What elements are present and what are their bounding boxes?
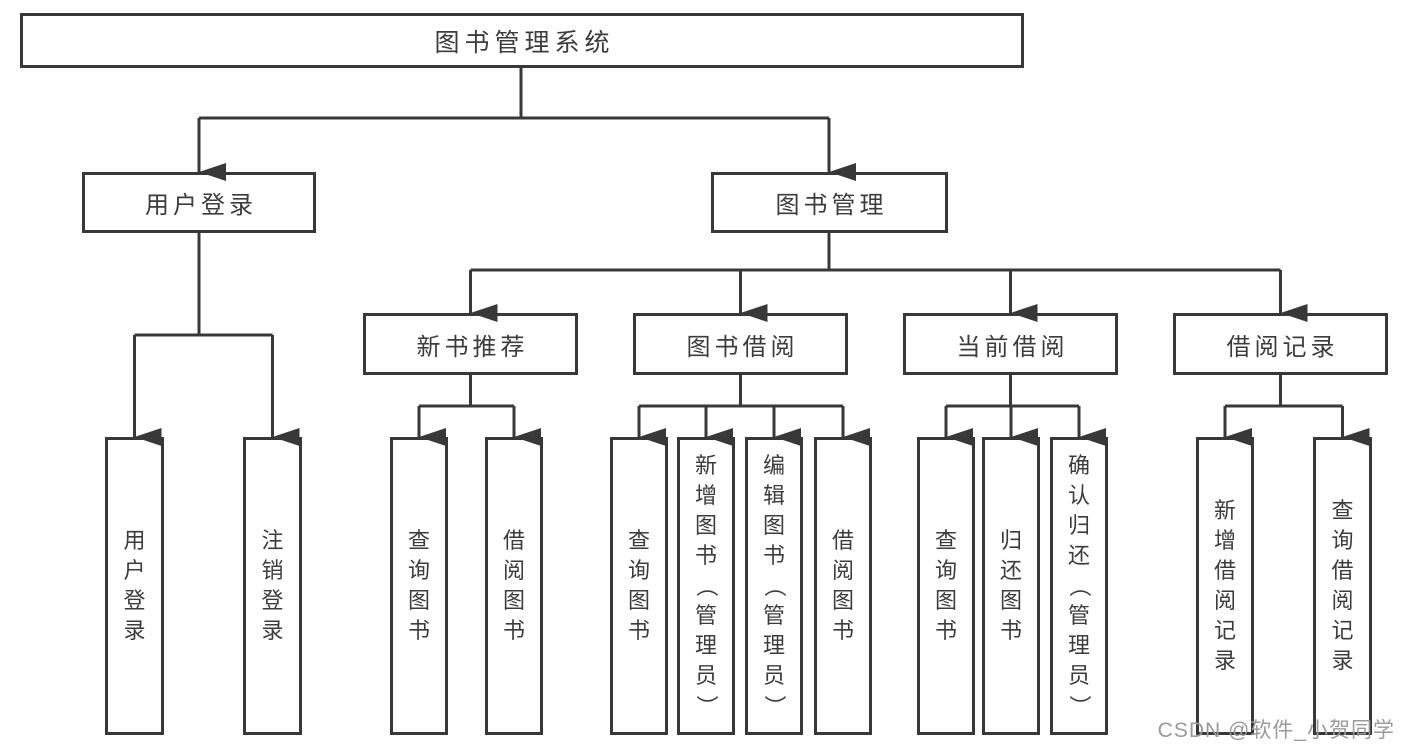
node-borrow-records: 借阅记录 — [1173, 313, 1388, 375]
node-book-borrow: 图书借阅 — [633, 313, 848, 375]
node-current-borrow: 当前借阅 — [903, 313, 1118, 375]
leaf-nbr-query-books: 查询图书 — [390, 437, 448, 735]
leaf-cb-return-books: 归还图书 — [982, 437, 1040, 735]
leaf-br-query-borrow-record: 查询借阅记录 — [1313, 437, 1372, 735]
leaf-cb-query-books: 查询图书 — [917, 437, 975, 735]
node-new-book-recommend: 新书推荐 — [363, 313, 578, 375]
leaf-user-login: 用户登录 — [105, 437, 164, 735]
leaf-bb-borrow-books: 借阅图书 — [814, 437, 872, 735]
leaf-nbr-borrow-books: 借阅图书 — [485, 437, 543, 735]
node-root-library-system: 图书管理系统 — [20, 13, 1024, 68]
leaf-cb-confirm-return-admin: 确认归还（管理员） — [1050, 437, 1108, 735]
leaf-bb-edit-books-admin: 编辑图书（管理员） — [745, 437, 803, 735]
node-book-management: 图书管理 — [711, 172, 948, 233]
node-user-login: 用户登录 — [82, 172, 316, 233]
leaf-bb-query-books: 查询图书 — [610, 437, 668, 735]
leaf-br-add-borrow-record: 新增借阅记录 — [1196, 437, 1254, 735]
leaf-bb-add-books-admin: 新增图书（管理员） — [677, 437, 735, 735]
leaf-logout: 注销登录 — [243, 437, 302, 735]
watermark: CSDN @软件_小贺同学 — [1157, 719, 1395, 742]
